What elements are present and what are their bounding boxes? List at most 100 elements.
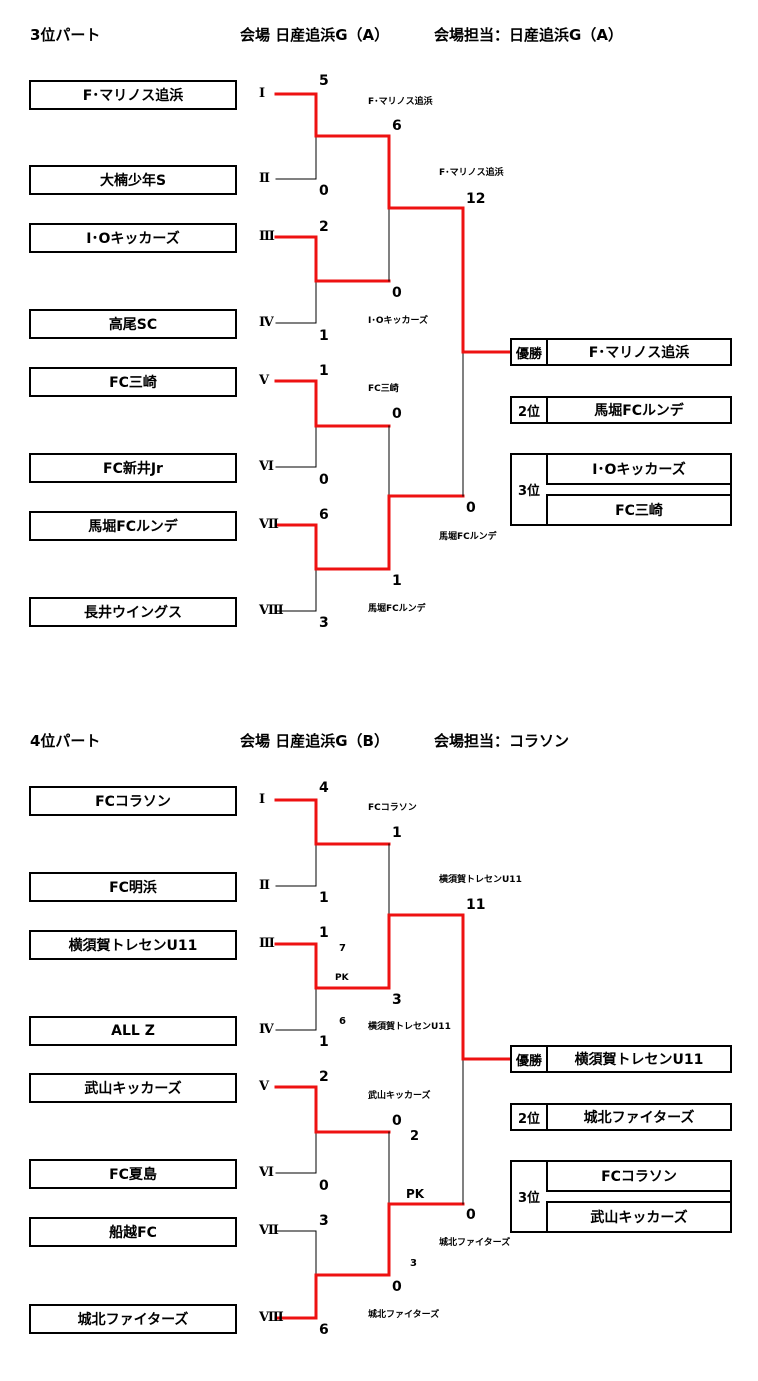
pk-label: PK	[335, 973, 349, 983]
seed-number: Ⅶ	[259, 1223, 279, 1238]
seed-number: Ⅴ	[259, 373, 270, 388]
team-box: 城北ファイターズ	[29, 1304, 237, 1334]
score: 1	[392, 825, 402, 841]
score: 6	[319, 1322, 329, 1338]
match-winner-label: 馬堀FCルンデ	[439, 532, 497, 542]
seed-number: Ⅷ	[259, 1310, 284, 1325]
third-place-name: I･Oキッカーズ	[546, 455, 730, 485]
match-winner-label: 馬堀FCルンデ	[368, 604, 426, 614]
score: 0	[392, 1113, 402, 1129]
pk-score: 6	[339, 1016, 346, 1027]
match-winner-label: 城北ファイターズ	[439, 1238, 511, 1248]
team-box: 武山キッカーズ	[29, 1073, 237, 1103]
pk-label: PK	[406, 1187, 425, 1201]
score: 5	[319, 73, 329, 89]
seed-number: Ⅳ	[259, 1022, 274, 1037]
rank-label: 3位	[517, 1191, 541, 1206]
second-place-box: 2位 馬堀FCルンデ	[510, 396, 732, 424]
seed-number: Ⅱ	[259, 171, 270, 186]
third-place-name: FC三崎	[546, 494, 730, 524]
team-box: 長井ウイングス	[29, 597, 237, 627]
score: 2	[319, 1069, 329, 1085]
seed-number: Ⅵ	[259, 1165, 274, 1180]
champion-box: 優勝 F･マリノス追浜	[510, 338, 732, 366]
match-winner-label: 横須賀トレセンU11	[439, 875, 522, 885]
team-box: FC明浜	[29, 872, 237, 902]
team-box: I･Oキッカーズ	[29, 223, 237, 253]
score: 0	[319, 1178, 329, 1194]
match-winner-label: 城北ファイターズ	[368, 1310, 440, 1320]
section2-venue: 会場 日産追浜G（B）	[240, 732, 389, 750]
score: 3	[392, 992, 402, 1008]
team-box: ALL Z	[29, 1016, 237, 1046]
score: 0	[392, 1279, 402, 1295]
section1-venue: 会場 日産追浜G（A）	[240, 26, 390, 44]
score: 6	[392, 118, 402, 134]
match-winner-label: FCコラソン	[368, 803, 417, 813]
score: 1	[392, 573, 402, 589]
champion-name: F･マリノス追浜	[588, 345, 690, 361]
section2-manager: 会場担当：コラソン	[434, 732, 570, 750]
team-box: FCコラソン	[29, 786, 237, 816]
match-winner-label: I･Oキッカーズ	[368, 316, 429, 326]
score: 1	[319, 363, 329, 379]
match-winner-label: F･マリノス追浜	[368, 97, 433, 107]
seed-number: Ⅵ	[259, 459, 274, 474]
seed-number: Ⅷ	[259, 603, 284, 618]
team-box: 高尾SC	[29, 309, 237, 339]
score: 0	[392, 406, 402, 422]
seed-number: Ⅱ	[259, 878, 270, 893]
rank-label: 優勝	[512, 1047, 548, 1071]
section1-title: 3位パート	[30, 26, 101, 44]
third-place-name: 武山キッカーズ	[546, 1201, 730, 1231]
match-winner-label: F･マリノス追浜	[439, 168, 504, 178]
rank-label: 2位	[512, 398, 548, 422]
team-box: FC夏島	[29, 1159, 237, 1189]
score: 1	[319, 1034, 329, 1050]
team-box: 馬堀FCルンデ	[29, 511, 237, 541]
seed-number: Ⅴ	[259, 1079, 270, 1094]
champion-box: 優勝 横須賀トレセンU11	[510, 1045, 732, 1073]
score: 1	[319, 925, 329, 941]
score: 3	[319, 1213, 329, 1229]
final-score: 12	[466, 191, 486, 207]
rank-label: 3位	[517, 484, 541, 499]
second-place-name: 馬堀FCルンデ	[594, 403, 684, 419]
second-place-name: 城北ファイターズ	[583, 1110, 695, 1126]
score: 6	[319, 507, 329, 523]
match-winner-label: 横須賀トレセンU11	[368, 1022, 451, 1032]
team-box: FC新井Jr	[29, 453, 237, 483]
score: 0	[319, 183, 329, 199]
third-place-box: 3位 FCコラソン 武山キッカーズ	[510, 1160, 732, 1233]
match-winner-label: 武山キッカーズ	[368, 1091, 431, 1101]
team-box: 船越FC	[29, 1217, 237, 1247]
seed-number: Ⅰ	[259, 792, 266, 807]
final-score: 11	[466, 897, 486, 913]
seed-number: Ⅲ	[259, 229, 275, 244]
third-place-box: 3位 I･Oキッカーズ FC三崎	[510, 453, 732, 526]
score: 3	[319, 615, 329, 631]
third-place-name: FCコラソン	[546, 1162, 730, 1192]
score: 0	[319, 472, 329, 488]
seed-number: Ⅳ	[259, 315, 274, 330]
pk-score: 3	[410, 1258, 417, 1269]
team-box: FC三崎	[29, 367, 237, 397]
rank-label: 優勝	[512, 340, 548, 364]
score: 2	[319, 219, 329, 235]
pk-score: 7	[339, 943, 346, 954]
score: 1	[319, 328, 329, 344]
team-box: 横須賀トレセンU11	[29, 930, 237, 960]
final-score: 0	[466, 1207, 476, 1223]
score: 1	[319, 890, 329, 906]
seed-number: Ⅶ	[259, 517, 279, 532]
pk-score: 2	[410, 1129, 420, 1144]
second-place-box: 2位 城北ファイターズ	[510, 1103, 732, 1131]
score: 4	[319, 780, 329, 796]
team-box: F･マリノス追浜	[29, 80, 237, 110]
rank-label: 2位	[512, 1105, 548, 1129]
section1-manager: 会場担当：日産追浜G（A）	[434, 26, 623, 44]
seed-number: Ⅲ	[259, 936, 275, 951]
score: 0	[392, 285, 402, 301]
champion-name: 横須賀トレセンU11	[574, 1052, 704, 1068]
